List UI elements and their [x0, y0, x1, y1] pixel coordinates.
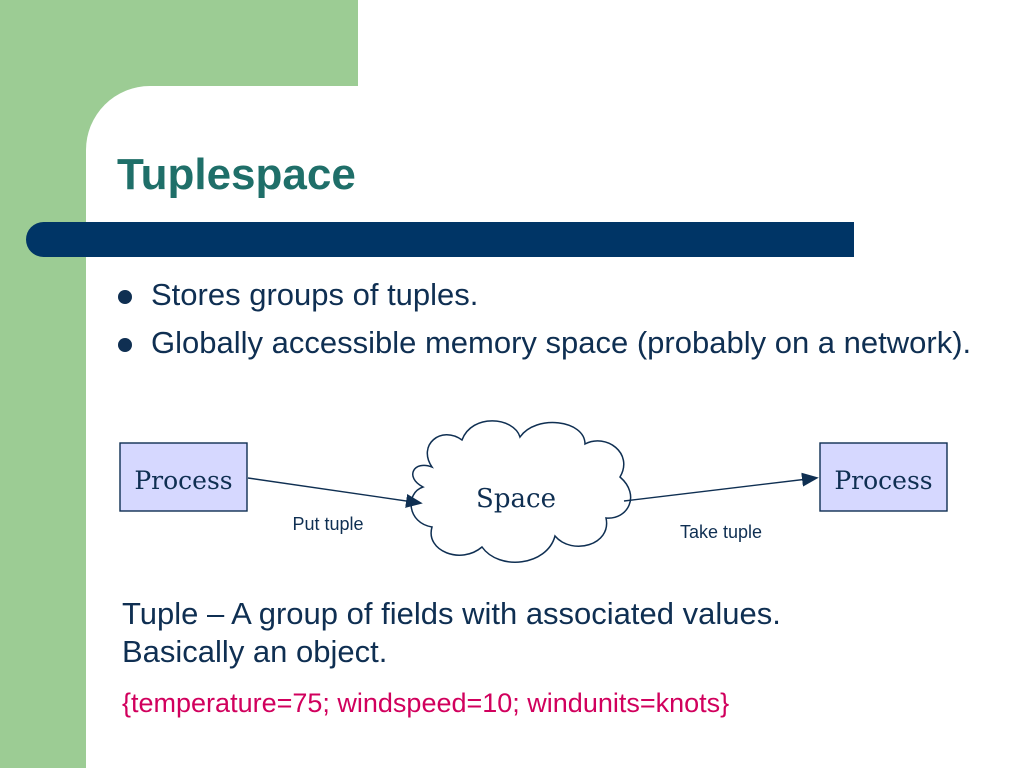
title-underline-bar	[26, 222, 854, 257]
put-arrow	[247, 477, 423, 508]
put-tuple-label: Put tuple	[292, 514, 363, 534]
left-process-box	[119, 442, 248, 512]
right-process-label: Process	[834, 466, 932, 495]
take-arrow	[623, 472, 819, 502]
space-label: Space	[476, 484, 556, 514]
tuple-example: {temperature=75; windspeed=10; windunits…	[122, 688, 730, 718]
left-process-label: Process	[134, 466, 232, 495]
bullet-dot-icon	[118, 290, 132, 304]
bullet-item-global-memory: Globally accessible memory space (probab…	[117, 323, 977, 363]
bullet-dot-icon	[118, 338, 132, 352]
bullet-text: Globally accessible memory space (probab…	[151, 325, 972, 360]
space-cloud-icon	[410, 420, 632, 563]
slide-title: Tuplespace	[117, 150, 356, 199]
top-white-strip	[358, 0, 1024, 86]
tuple-definition: Tuple – A group of fields with associate…	[122, 596, 781, 669]
bullet-text: Stores groups of tuples.	[151, 277, 479, 312]
bullet-item-stores-groups: Stores groups of tuples.	[117, 275, 977, 315]
take-tuple-label: Take tuple	[680, 522, 762, 542]
bullet-list: Stores groups of tuples. Globally access…	[117, 275, 977, 371]
right-process-box	[819, 442, 948, 512]
